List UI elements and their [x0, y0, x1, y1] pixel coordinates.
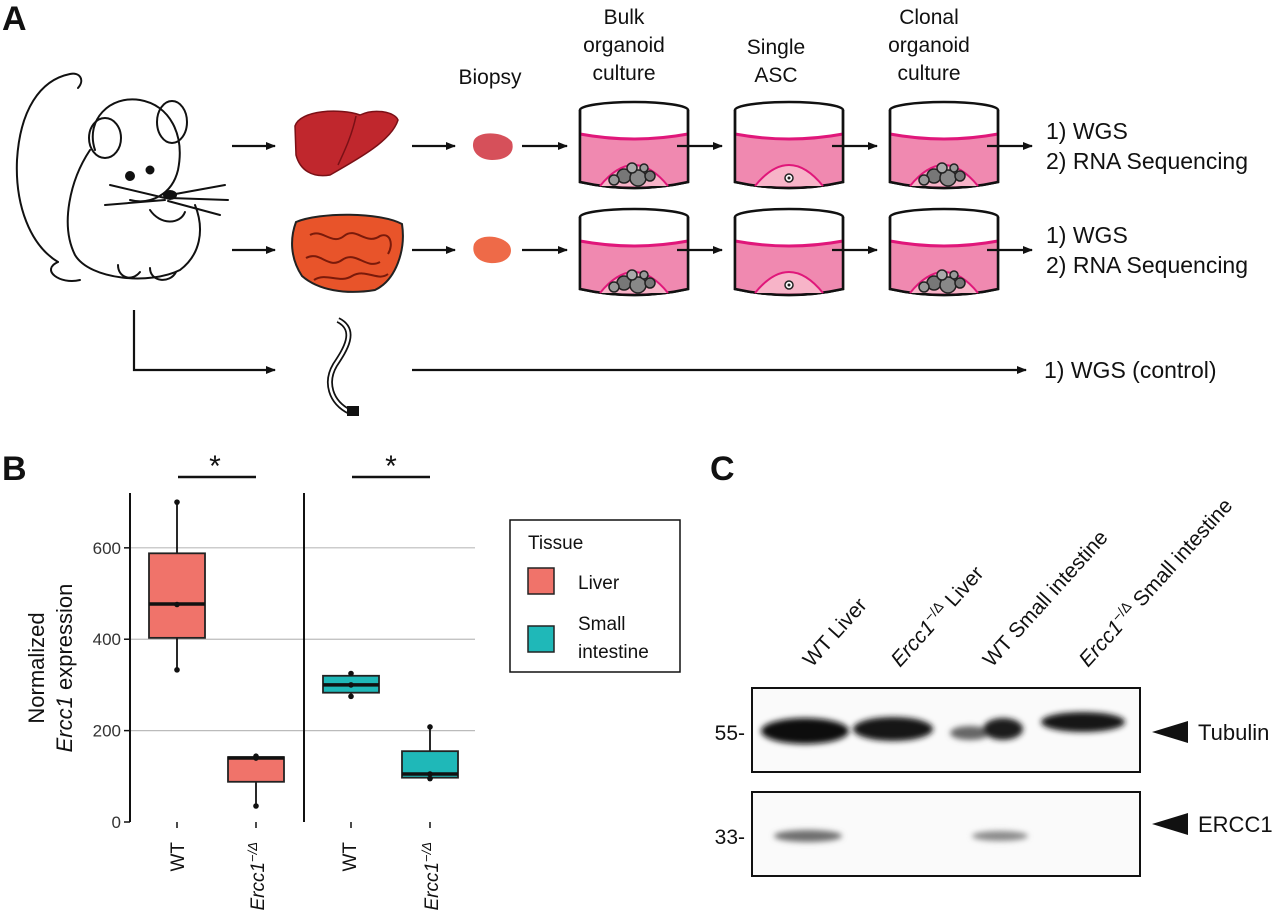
- x-label-intestine-wt: WT: [340, 842, 361, 872]
- point-liver-wt-0: [174, 667, 180, 673]
- point-intestine-wt-0: [348, 693, 354, 700]
- x-axis-labels: WT Ercc1−/Δ WT Ercc1−/Δ: [168, 842, 443, 911]
- tail-icon: [327, 317, 359, 416]
- band-tubulin-3a: [950, 726, 990, 740]
- point-intestine-mut-2: [427, 724, 433, 730]
- output-row2-2: 2) RNA Sequencing: [1046, 252, 1248, 278]
- output-row2-1: 1) WGS: [1046, 222, 1128, 248]
- band-ercc1-wt-liver: [774, 830, 842, 842]
- lane-label-2: Ercc1−/Δ Liver: [884, 560, 988, 671]
- stage-bulk-2: organoid: [583, 34, 665, 57]
- intestine-icon: [291, 213, 404, 293]
- stage-bulk-3: culture: [592, 62, 655, 85]
- band-tubulin-2: [853, 717, 933, 741]
- biopsy-icon: [472, 133, 513, 264]
- blot-ercc1: 33- ERCC1: [715, 791, 1273, 877]
- point-intestine-mut-0: [427, 775, 433, 782]
- panel-a-label: A: [2, 0, 27, 38]
- protein-tubulin: Tubulin: [1198, 720, 1269, 745]
- ercc1-arrowhead-icon: [1152, 813, 1188, 835]
- marker-33: 33-: [715, 826, 745, 849]
- significance-marks: * *: [178, 450, 430, 483]
- legend-label-intestine-2: intestine: [578, 642, 649, 663]
- point-liver-mut-0: [253, 803, 259, 809]
- sig-star-intestine: *: [385, 450, 397, 483]
- band-tubulin-4: [1041, 712, 1125, 732]
- stage-clonal-3: culture: [897, 62, 960, 85]
- y-label-line1: Normalized: [24, 612, 49, 723]
- output-control: 1) WGS (control): [1044, 357, 1217, 383]
- mouse-illustration: [15, 72, 229, 282]
- legend-swatch-intestine: [527, 625, 555, 653]
- stage-single-1: Single: [747, 36, 805, 59]
- output-row1-2: 2) RNA Sequencing: [1046, 148, 1248, 174]
- stage-biopsy: Biopsy: [458, 66, 522, 89]
- point-liver-wt-1: [174, 601, 180, 608]
- legend-swatch-liver: [527, 567, 555, 595]
- liver-icon: [294, 110, 399, 177]
- lane-label-1: WT Liver: [799, 594, 872, 672]
- sig-star-liver: *: [209, 450, 221, 483]
- box-liver-wt: [148, 552, 206, 639]
- stage-single-2: ASC: [754, 64, 797, 87]
- petri-dishes: [578, 100, 1000, 297]
- panel-c-label: C: [710, 450, 735, 488]
- stage-bulk-1: Bulk: [604, 6, 645, 29]
- stage-clonal-2: organoid: [888, 34, 970, 57]
- x-label-liver-wt: WT: [168, 842, 189, 872]
- panel-b-label: B: [2, 450, 27, 488]
- stage-labels: Biopsy Bulk organoid culture Single ASC …: [458, 6, 969, 89]
- point-intestine-wt-1: [348, 682, 354, 688]
- y-tick-label-0: 0: [112, 813, 121, 832]
- point-liver-wt-2: [174, 499, 180, 505]
- y-tick-label-600: 600: [93, 539, 121, 558]
- point-intestine-mut-1: [427, 771, 433, 777]
- band-ercc1-wt-intestine: [972, 831, 1028, 841]
- y-tick-label-200: 200: [93, 722, 121, 741]
- marker-55: 55-: [715, 722, 745, 745]
- legend-label-intestine-1: Small: [578, 614, 626, 635]
- output-labels: 1) WGS 2) RNA Sequencing 1) WGS 2) RNA S…: [1044, 118, 1248, 383]
- boxplot-chart: 0 200 400 600: [93, 493, 475, 832]
- blot-tubulin: 55- Tubulin: [715, 687, 1269, 773]
- workflow-arrows: [132, 142, 1033, 374]
- lane-label-4: Ercc1−/Δ Small intestine: [1072, 492, 1237, 671]
- lane-labels: WT Liver Ercc1−/Δ Liver WT Small intesti…: [799, 492, 1238, 672]
- y-tick-label-400: 400: [93, 630, 121, 649]
- y-label-line2: Ercc1 expression: [52, 584, 77, 753]
- tubulin-arrowhead-icon: [1152, 721, 1188, 743]
- legend: Tissue Liver Small intestine: [509, 519, 681, 673]
- point-intestine-wt-2: [348, 670, 354, 677]
- x-label-intestine-mut: Ercc1−/Δ: [419, 842, 443, 911]
- band-tubulin-1: [761, 718, 849, 744]
- legend-title: Tissue: [528, 533, 583, 554]
- stage-clonal-1: Clonal: [899, 6, 959, 29]
- band-tubulin-3b: [983, 718, 1023, 740]
- x-label-liver-mut: Ercc1−/Δ: [245, 842, 269, 911]
- legend-label-liver: Liver: [578, 573, 620, 594]
- output-row1-1: 1) WGS: [1046, 118, 1128, 144]
- point-liver-mut-2: [253, 753, 259, 759]
- y-axis-label: Normalized Ercc1 expression: [24, 584, 77, 753]
- protein-ercc1: ERCC1: [1198, 812, 1273, 837]
